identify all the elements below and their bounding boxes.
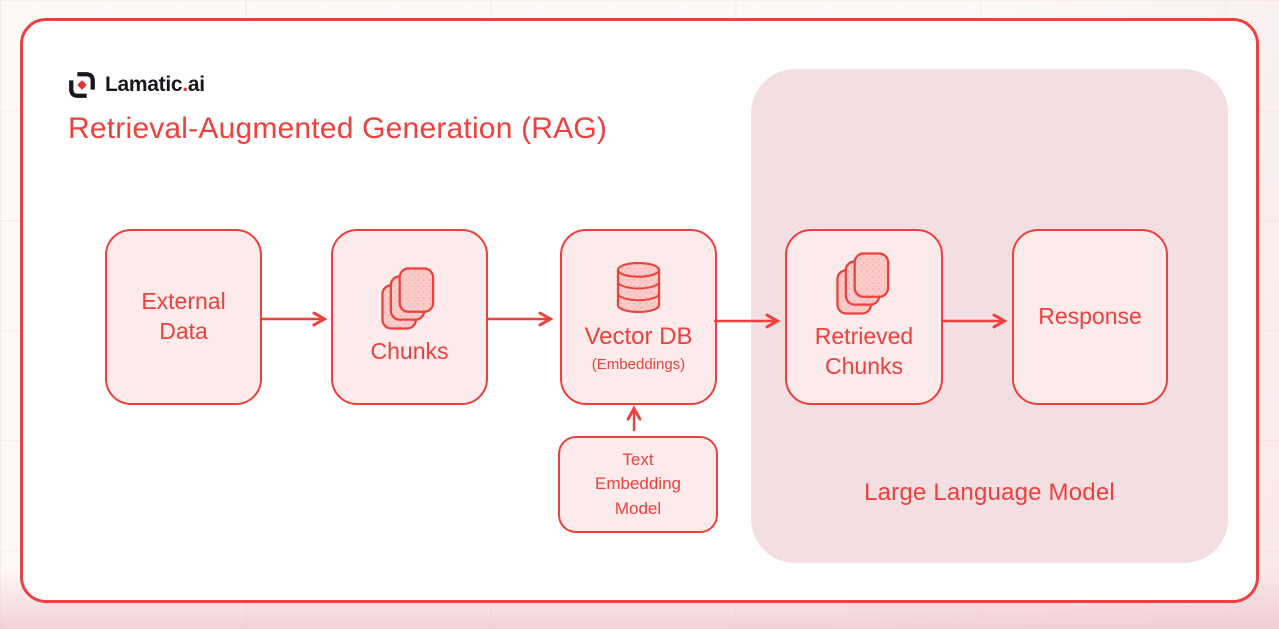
stacked-cards-icon [835, 252, 893, 315]
node-label: External Data [141, 288, 226, 344]
node-vector-db: Vector DB (Embeddings) [560, 229, 717, 405]
node-label: Retrieved Chunks [814, 323, 914, 379]
lamatic-logo-icon [68, 71, 96, 99]
node-chunks: Chunks [331, 229, 488, 405]
node-sublabel: (Embeddings) [591, 355, 686, 373]
page-title: Retrieval-Augmented Generation (RAG) [68, 112, 608, 145]
brand: Lamatic.ai [68, 71, 205, 99]
database-icon [615, 261, 662, 314]
node-response: Response [1012, 229, 1168, 405]
node-label: Chunks [370, 338, 449, 365]
diagram-card: Lamatic.ai Retrieval-Augmented Generatio… [20, 18, 1259, 603]
node-text-embedding-model: Text Embedding Model [558, 436, 718, 533]
stacked-cards-icon [381, 267, 438, 330]
node-external-data: External Data [105, 229, 262, 405]
node-label: Text Embedding Model [594, 449, 681, 518]
brand-name: Lamatic.ai [105, 73, 205, 96]
node-label: Vector DB [584, 323, 693, 351]
llm-label: Large Language Model [864, 479, 1115, 506]
node-label: Response [1038, 303, 1142, 330]
node-retrieved-chunks: Retrieved Chunks [785, 229, 943, 405]
